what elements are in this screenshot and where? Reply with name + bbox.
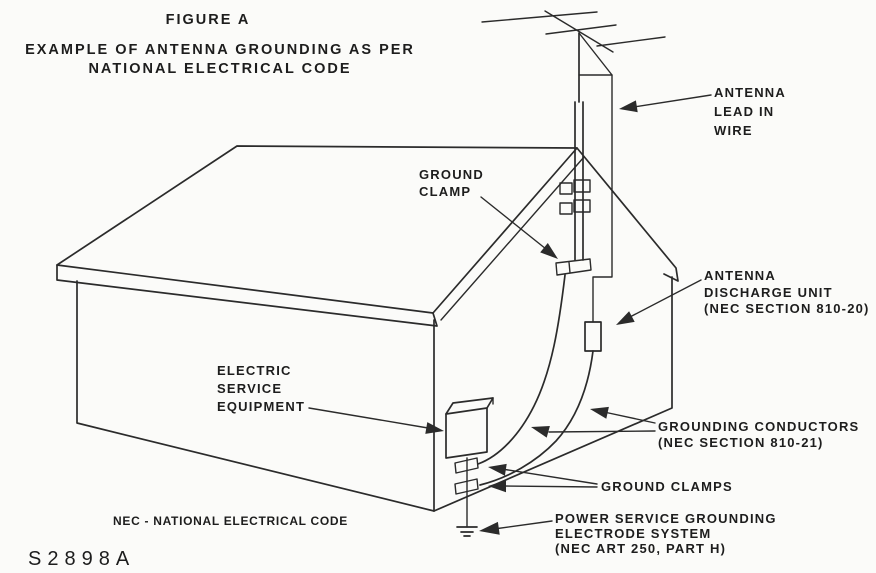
arrowhead: [479, 521, 500, 535]
label-line: POWER SERVICE GROUNDING: [555, 511, 777, 526]
label-line: GROUND: [419, 167, 484, 182]
arrow-line: [548, 430, 656, 433]
arrowhead: [425, 422, 444, 434]
label-line: (NEC SECTION 810-21): [658, 435, 824, 450]
mast-ground-clamp: [555, 258, 592, 276]
arrow-to-service-equipment: [308, 407, 444, 434]
service-ground-clamp-1: [454, 457, 479, 474]
arrow-line: [501, 468, 598, 485]
label-line: LEAD IN: [714, 104, 774, 119]
arrow-to-mast-ground-clamp: [480, 196, 558, 259]
label-line: GROUNDING CONDUCTORS: [658, 419, 859, 434]
title-line-2: NATIONAL ELECTRICAL CODE: [88, 61, 351, 77]
arrow-line: [627, 279, 702, 319]
ground-electrode-symbol: [456, 526, 478, 537]
label-line: WIRE: [714, 123, 753, 138]
document-number: S2898A: [28, 548, 135, 570]
label-line: ANTENNA: [714, 85, 786, 100]
label-line: (NEC SECTION 810-20): [704, 301, 870, 316]
antenna-discharge-unit-box: [584, 321, 602, 352]
nec-abbreviation-note: NEC - NATIONAL ELECTRICAL CODE: [113, 514, 348, 528]
roof-right-rake: [576, 147, 679, 282]
arrowhead: [488, 463, 507, 476]
mast-clamp-upper-left: [559, 182, 573, 195]
service-ground-wire: [454, 457, 479, 528]
arrow-line: [308, 407, 429, 429]
label-line: ANTENNA: [704, 268, 776, 283]
label-ground-clamp: GROUND CLAMP: [419, 167, 484, 199]
arrow-to-ground-electrode: [479, 520, 553, 535]
arrowhead: [616, 311, 635, 325]
arrowhead: [590, 406, 609, 419]
antenna-mast: [574, 101, 584, 261]
roof-eave-fascia: [56, 264, 438, 327]
label-line: CLAMP: [419, 184, 471, 199]
arrowhead: [619, 100, 638, 113]
antenna-element-2: [545, 24, 617, 35]
antenna-element-3: [596, 36, 666, 47]
arrow-to-discharge-unit: [616, 279, 702, 325]
title-block: FIGURE A EXAMPLE OF ANTENNA GROUNDING AS…: [25, 12, 415, 77]
mast-clamp-upper-right: [573, 179, 591, 193]
service-box-front: [445, 407, 488, 459]
mast-standoff-clamps: [559, 179, 591, 215]
arrowhead: [531, 426, 550, 438]
mast-clamp-lower-left: [559, 202, 573, 215]
label-line: ELECTRODE SYSTEM: [555, 526, 711, 541]
label-electric-service-equipment: ELECTRIC SERVICE EQUIPMENT: [217, 363, 305, 414]
label-line: EQUIPMENT: [217, 399, 305, 414]
ground-symbol-bars: [456, 526, 478, 537]
arrow-line: [603, 411, 656, 424]
grounding-conductor-from-mast: [477, 274, 566, 465]
antenna-lead-in-wire-line: [592, 74, 613, 323]
label-line: GROUND CLAMPS: [601, 479, 733, 494]
electric-service-equipment-box: [445, 397, 494, 459]
arrow-line: [502, 485, 598, 488]
label-line: SERVICE: [217, 381, 282, 396]
arrow-line: [493, 520, 553, 530]
title-line-1: EXAMPLE OF ANTENNA GROUNDING AS PER: [25, 42, 415, 58]
arrowhead: [488, 480, 506, 493]
antenna-element-1: [481, 11, 598, 23]
service-box-top: [445, 397, 494, 415]
arrow-to-ground-clamp-1: [488, 463, 598, 485]
gable-wall-corner-and-bottom: [433, 276, 673, 512]
arrow-to-conductor-upper: [590, 406, 656, 424]
label-ground-clamps: GROUND CLAMPS: [601, 479, 733, 494]
label-line: (NEC ART 250, PART H): [555, 541, 726, 556]
house: [56, 145, 679, 512]
arrow-to-lead-in-wire: [619, 94, 712, 113]
label-antenna-lead-in-wire: ANTENNA LEAD IN WIRE: [714, 85, 786, 138]
label-grounding-conductors: GROUNDING CONDUCTORS (NEC SECTION 810-21…: [658, 419, 859, 450]
arrowhead: [540, 243, 558, 259]
lead-in-feed-triangle: [578, 32, 613, 76]
arrow-line: [480, 196, 547, 250]
mast-ground-clamp-body: [555, 258, 592, 276]
label-power-service-grounding: POWER SERVICE GROUNDING ELECTRODE SYSTEM…: [555, 511, 777, 556]
mast-clamp-lower-right: [573, 199, 591, 213]
arrow-line: [633, 94, 712, 108]
label-line: DISCHARGE UNIT: [704, 285, 833, 300]
front-wall: [76, 280, 435, 512]
arrow-to-conductor-lower: [531, 426, 656, 438]
service-ground-clamp-2: [454, 478, 479, 495]
label-line: ELECTRIC: [217, 363, 292, 378]
grounding-conductor-from-discharge-unit: [479, 350, 594, 486]
arrow-to-ground-clamp-2: [488, 480, 598, 493]
figure-label: FIGURE A: [166, 12, 251, 28]
roof-slope-outline: [56, 145, 578, 314]
label-antenna-discharge-unit: ANTENNA DISCHARGE UNIT (NEC SECTION 810-…: [704, 268, 870, 316]
